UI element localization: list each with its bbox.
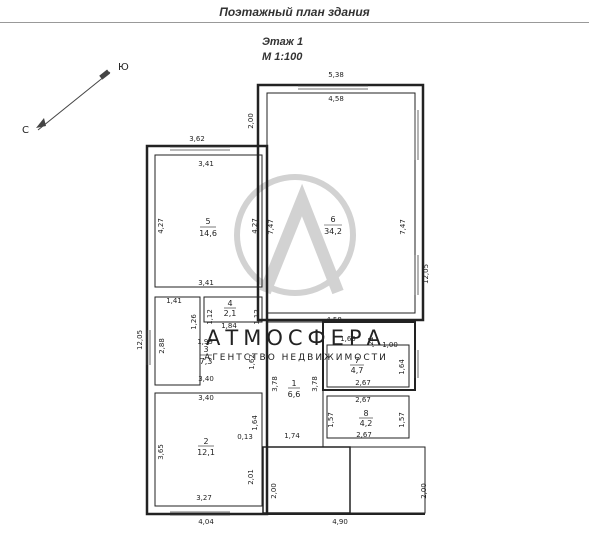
room-area: 4,7 xyxy=(351,366,364,375)
dim-label: 1,12 xyxy=(206,309,214,325)
dim-label: 4,58 xyxy=(326,316,342,324)
dim-label: 1,57 xyxy=(398,412,406,428)
dim-label: 1,57 xyxy=(327,412,335,428)
room-area: 4,2 xyxy=(360,419,373,428)
compass: Ю С xyxy=(22,62,129,136)
room-number: 4 xyxy=(227,299,232,308)
room-area: 2,1 xyxy=(224,309,237,318)
dim-label: 3,27 xyxy=(196,494,212,502)
room-area: 12,1 xyxy=(197,448,215,457)
dim-label: 7,47 xyxy=(399,219,407,235)
dim-label: 3,78 xyxy=(311,376,319,392)
room-area: 14,6 xyxy=(199,229,217,238)
dim-label: 1,64 xyxy=(251,415,259,431)
page-title: Поэтажный план здания xyxy=(219,5,370,19)
compass-north: С xyxy=(22,125,29,136)
dim-label: 7,47 xyxy=(267,219,275,235)
dim-label: 3,40 xyxy=(198,394,214,402)
room-number: 1 xyxy=(291,379,296,388)
room-number: 6 xyxy=(330,215,335,224)
dim-label: 2,00 xyxy=(420,483,428,499)
compass-arrow-icon xyxy=(36,118,46,128)
dim-label: 12,05 xyxy=(136,330,144,350)
watermark-name: АТМОСФЕРА xyxy=(206,326,386,350)
dim-label: 1,99 xyxy=(197,338,213,346)
dim-label: 1,64 xyxy=(398,359,406,375)
room-labels: 5 14,6 6 34,2 4 2,1 3 7,3 7 4,7 1 6,6 8 … xyxy=(197,215,373,457)
windows xyxy=(146,85,419,516)
title-divider xyxy=(0,22,589,23)
dim-label: 1,74 xyxy=(284,432,300,440)
dim-label: 2,67 xyxy=(356,431,372,439)
dim-label: 4,04 xyxy=(198,518,214,526)
dim-label: 3,78 xyxy=(271,376,279,392)
compass-south: Ю xyxy=(118,62,129,73)
dim-label: 5,38 xyxy=(328,71,344,79)
room-area: 7,3 xyxy=(200,357,213,366)
dim-label: 2,67 xyxy=(355,379,371,387)
room-number: 2 xyxy=(203,437,208,446)
dim-label: 4,27 xyxy=(157,218,165,234)
dim-label: 4,27 xyxy=(251,218,259,234)
dim-label: 2,00 xyxy=(270,483,278,499)
scale-label: М 1:100 xyxy=(262,51,303,63)
watermark-tagline: АГЕНТСТВО НЕДВИЖИМОСТИ xyxy=(204,353,388,363)
dim-label: 1,12 xyxy=(253,309,261,325)
watermark: АТМОСФЕРА АГЕНТСТВО НЕДВИЖИМОСТИ xyxy=(204,174,388,363)
dim-label: 2,01 xyxy=(247,469,255,485)
dim-label: 2,88 xyxy=(158,338,166,354)
room-number: 3 xyxy=(203,345,208,354)
walls xyxy=(145,83,426,516)
room-area: 34,2 xyxy=(324,227,342,236)
dim-label: 1,26 xyxy=(190,314,198,330)
dim-label: 3,41 xyxy=(198,279,214,287)
dim-label: 2,67 xyxy=(355,396,371,404)
dim-label: ,21 xyxy=(367,336,375,347)
room-area: 6,6 xyxy=(288,390,301,399)
dim-label: 1,84 xyxy=(221,322,237,330)
dim-label: 1,62 xyxy=(248,354,256,370)
dim-label: 3,65 xyxy=(157,444,165,460)
dim-label: 4,90 xyxy=(332,518,348,526)
dim-label: 3,41 xyxy=(198,160,214,168)
room-number: 5 xyxy=(205,217,210,226)
dim-label: 3,40 xyxy=(198,375,214,383)
dimension-labels: 5,38 4,58 2,00 3,62 3,41 4,27 4,27 7,47 … xyxy=(136,71,430,526)
dim-label: 3,62 xyxy=(189,135,205,143)
dim-label: 4,58 xyxy=(328,95,344,103)
dim-label: 12,05 xyxy=(422,264,430,284)
dim-label: 1,00 xyxy=(382,341,398,349)
room-number: 8 xyxy=(363,409,368,418)
floor-label: Этаж 1 xyxy=(262,36,304,48)
dim-label: 1,65 xyxy=(340,335,356,343)
room-number: 7 xyxy=(354,356,359,365)
dim-label: 0,13 xyxy=(237,433,253,441)
dim-label: 1,41 xyxy=(166,297,182,305)
dim-label: 2,00 xyxy=(247,113,255,129)
